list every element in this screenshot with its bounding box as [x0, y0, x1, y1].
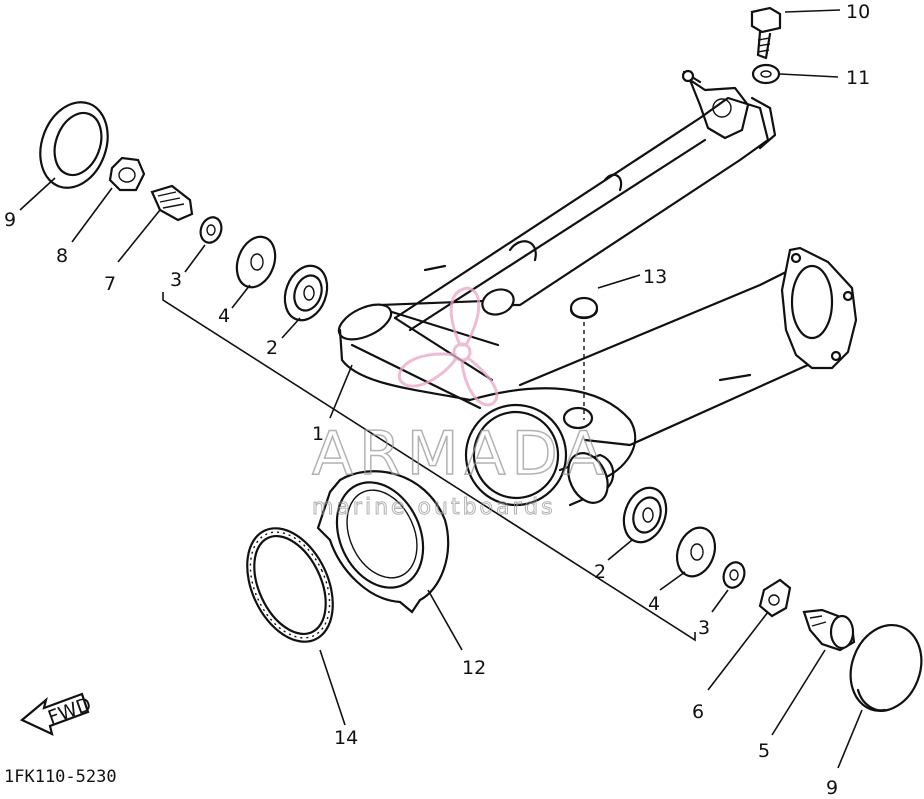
callout-4-right: 4	[648, 593, 660, 615]
callout-6: 6	[692, 701, 704, 723]
callout-9-left: 9	[4, 209, 16, 231]
part-6-lock-washer	[758, 578, 792, 618]
callout-9-right: 9	[826, 777, 838, 799]
callout-5: 5	[758, 740, 770, 762]
callout-2-left: 2	[266, 337, 278, 359]
part-10-bolt	[750, 6, 782, 60]
watermark: ARMADA marine outboards	[311, 286, 610, 521]
part-3-collar-left	[199, 216, 223, 244]
callout-2-right: 2	[594, 561, 606, 583]
callout-3-left: 3	[170, 269, 182, 291]
part-4-washer-left	[235, 235, 277, 289]
part-2-bearing-left	[283, 264, 329, 322]
part-7-pivot-shaft	[150, 184, 194, 222]
callout-12: 12	[462, 657, 486, 679]
bracket-left	[162, 292, 696, 642]
part-2-bearing-right	[622, 486, 668, 544]
callout-14: 14	[334, 727, 358, 749]
callout-11: 11	[846, 67, 870, 89]
leader-lines	[19, 9, 863, 769]
callouts: 10 11 9 8 7 3 4 2 13 1 12 14 2 4 3 6 5 9	[4, 1, 870, 799]
part-8-nut	[108, 156, 146, 192]
part-3-collar-right	[722, 561, 746, 589]
watermark-tagline: marine outboards	[312, 495, 556, 520]
part-9-seal-right	[849, 623, 923, 713]
part-4-washer-right	[675, 526, 717, 578]
callout-13: 13	[643, 266, 667, 288]
part-11-washer	[751, 63, 781, 85]
part-code: 1FK110-5230	[4, 767, 117, 787]
part-14-gasket	[246, 527, 334, 643]
callout-3-right: 3	[698, 617, 710, 639]
part-9-seal-left	[39, 101, 109, 189]
part-12-housing	[316, 470, 450, 614]
callout-8: 8	[56, 245, 68, 267]
callout-4-left: 4	[218, 305, 230, 327]
callout-10: 10	[846, 1, 870, 23]
part-5-pivot-bolt	[802, 608, 856, 652]
watermark-brand: ARMADA	[312, 419, 610, 489]
propeller-logo-icon	[397, 286, 499, 407]
fwd-arrow-icon: FWD	[19, 692, 94, 736]
callout-1: 1	[312, 423, 324, 445]
part-13-cap	[569, 296, 599, 420]
fwd-label: FWD	[45, 693, 94, 729]
callout-7: 7	[104, 273, 116, 295]
swingarm-body	[337, 69, 858, 507]
